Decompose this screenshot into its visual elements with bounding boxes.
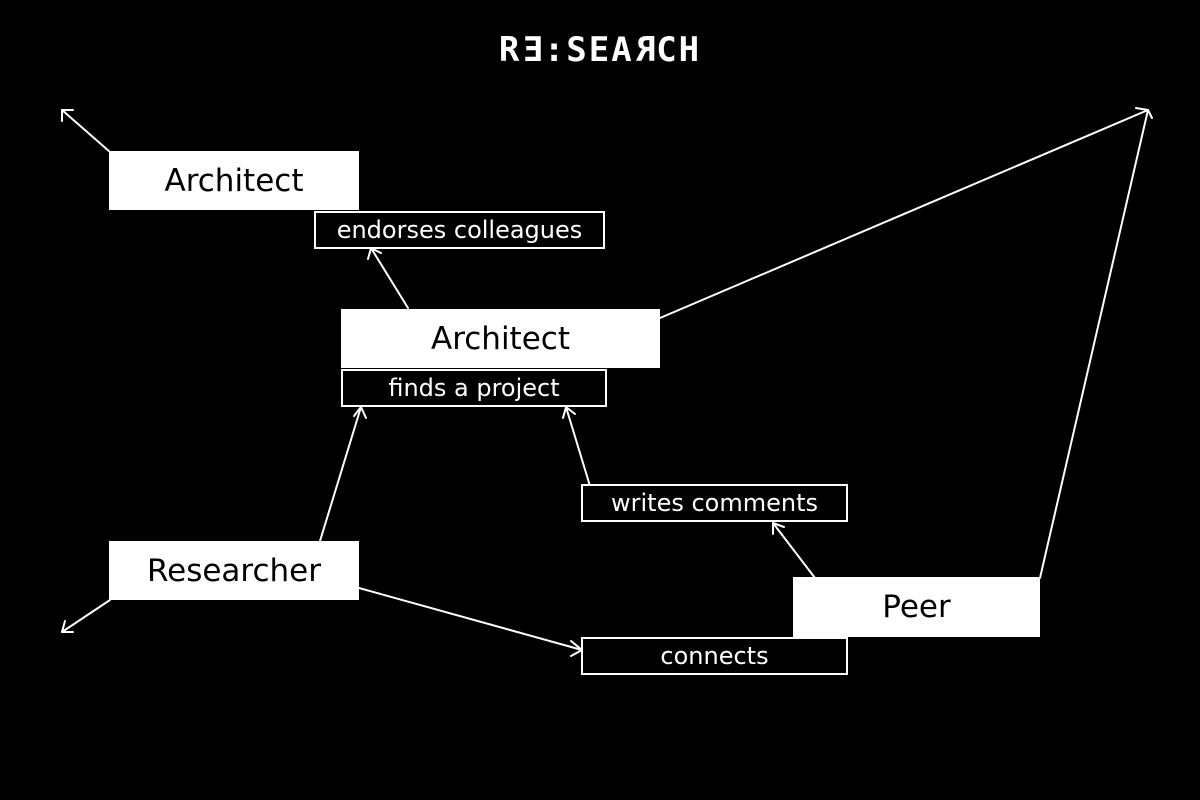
edge-architect-to-corner [659, 109, 1149, 319]
relation-connects: connects [581, 637, 848, 675]
arrowhead-finds-left [353, 406, 367, 419]
arrowhead-corner [1135, 107, 1153, 119]
arrowhead-architect-outward [61, 109, 74, 122]
node-peer: Peer [793, 577, 1040, 637]
node-architect-top: Architect [109, 151, 359, 210]
edge-researcher-connects [358, 587, 583, 651]
relation-finds-a-project: finds a project [341, 369, 607, 407]
edge-researcher-finds [319, 406, 362, 542]
logo-letter-r: R [498, 30, 522, 70]
relation-endorses-colleagues: endorses colleagues [314, 211, 605, 249]
edge-writes-finds [565, 406, 591, 487]
relation-writes-comments: writes comments [581, 484, 848, 522]
edge-peer-to-corner [1039, 109, 1149, 579]
node-researcher: Researcher [109, 541, 359, 600]
node-architect-center: Architect [341, 309, 660, 368]
edge-architect-endorses [370, 247, 409, 309]
edge-peer-writes [772, 522, 816, 579]
arrowhead-writes [772, 522, 785, 535]
edge-researcher-outward [61, 599, 111, 633]
logo-letters-ch: CH [656, 30, 702, 70]
edge-architect-outward [61, 109, 111, 153]
logo-letters-sea: :SEA [543, 30, 634, 70]
arrowhead-finds-right [562, 406, 576, 419]
arrowhead-researcher-outward [61, 620, 74, 633]
research-logo: RE:SEARCH [0, 30, 1200, 70]
